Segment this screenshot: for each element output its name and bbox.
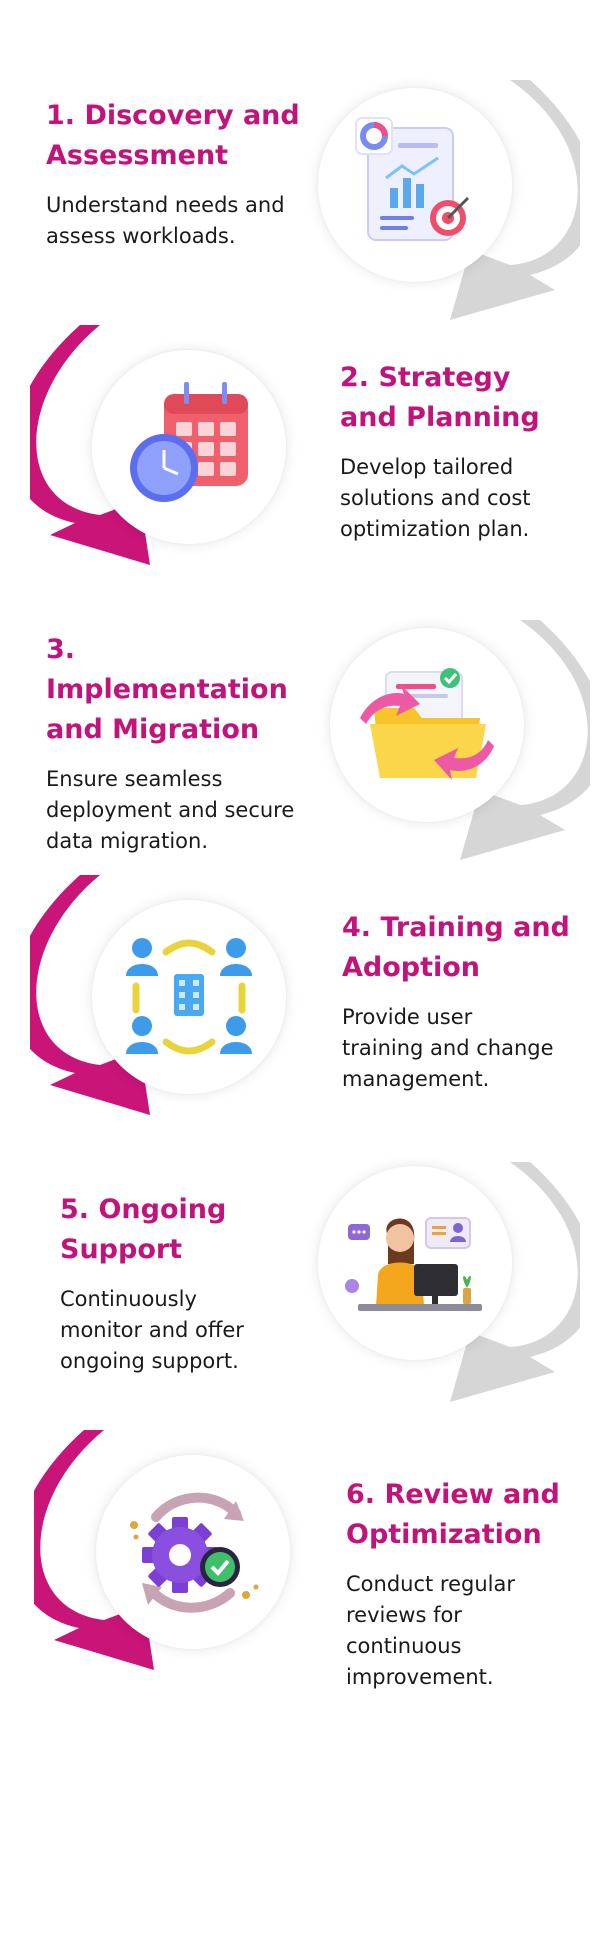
gear-check-icon <box>130 1492 259 1613</box>
step-title: 6. Review and Optimization <box>346 1475 586 1555</box>
desc-line: assess workloads. <box>46 224 236 248</box>
desc-line: Provide user <box>342 1005 473 1029</box>
desc-line: training and change <box>342 1036 554 1060</box>
step-2: 2. Strategy and Planning Develop tailore… <box>0 320 600 580</box>
gray-curved-arrow-icon <box>450 80 580 320</box>
title-line: 4. Training and <box>342 912 570 943</box>
folder-migration-icon <box>360 668 494 780</box>
title-line: and Planning <box>340 402 540 433</box>
magenta-curved-arrow-icon <box>34 1430 154 1670</box>
step-4: 4. Training and Adoption Provide user tr… <box>0 870 600 1130</box>
step-6: 6. Review and Optimization Conduct regul… <box>0 1425 600 1689</box>
desc-line: management. <box>342 1067 490 1091</box>
desc-line: ongoing support. <box>60 1349 239 1373</box>
desc-line: Develop tailored <box>340 455 514 479</box>
title-line: 1. Discovery and <box>46 100 300 131</box>
title-line: Optimization <box>346 1519 542 1550</box>
step-description: Develop tailored solutions and cost opti… <box>340 452 580 545</box>
step-3: 3. Implementation and Migration Ensure s… <box>0 600 600 860</box>
magenta-curved-arrow-icon <box>30 875 150 1115</box>
step-description: Understand needs and assess workloads. <box>46 190 326 252</box>
step-description: Provide user training and change managem… <box>342 1002 582 1095</box>
desc-line: solutions and cost <box>340 486 531 510</box>
step-3-icon-circle <box>330 628 524 822</box>
desc-line: Conduct regular <box>346 1572 515 1596</box>
title-line: 2. Strategy <box>340 362 511 393</box>
step-description: Conduct regular reviews for continuous i… <box>346 1569 586 1693</box>
title-line: Assessment <box>46 140 229 171</box>
step-6-icon-circle <box>96 1455 290 1649</box>
step-title: 2. Strategy and Planning <box>340 358 580 438</box>
step-6-text: 6. Review and Optimization Conduct regul… <box>346 1475 586 1693</box>
step-2-icon-circle <box>92 350 286 544</box>
desc-line: continuous <box>346 1634 462 1658</box>
desc-line: deployment and secure <box>46 798 295 822</box>
step-4-text: 4. Training and Adoption Provide user tr… <box>342 908 582 1095</box>
gray-curved-arrow-icon <box>460 620 590 860</box>
step-1-text: 1. Discovery and Assessment Understand n… <box>46 96 326 252</box>
step-title: 3. Implementation and Migration <box>46 630 326 750</box>
step-5: 5. Ongoing Support Continuously monitor … <box>0 1150 600 1410</box>
step-5-icon-circle <box>318 1166 512 1360</box>
step-title: 4. Training and Adoption <box>342 908 582 988</box>
step-1: 1. Discovery and Assessment Understand n… <box>0 60 600 320</box>
step-description: Continuously monitor and offer ongoing s… <box>60 1284 300 1377</box>
desc-line: monitor and offer <box>60 1318 244 1342</box>
step-title: 5. Ongoing Support <box>60 1190 300 1270</box>
step-3-text: 3. Implementation and Migration Ensure s… <box>46 630 326 857</box>
desc-line: Continuously <box>60 1287 197 1311</box>
report-target-icon <box>355 117 470 241</box>
title-line: and Migration <box>46 714 260 745</box>
magenta-curved-arrow-icon <box>30 325 150 565</box>
title-line: 5. Ongoing <box>60 1194 227 1225</box>
step-4-icon-circle <box>92 900 286 1094</box>
desc-line: Ensure seamless <box>46 767 223 791</box>
title-line: 3. Implementation <box>46 634 288 705</box>
calendar-clock-icon <box>130 382 248 502</box>
step-5-text: 5. Ongoing Support Continuously monitor … <box>60 1190 300 1377</box>
step-1-icon-circle <box>318 88 512 282</box>
step-title: 1. Discovery and Assessment <box>46 96 326 176</box>
desc-line: Understand needs and <box>46 193 285 217</box>
step-description: Ensure seamless deployment and secure da… <box>46 764 326 857</box>
desc-line: improvement. <box>346 1665 494 1689</box>
title-line: 6. Review and <box>346 1479 560 1510</box>
title-line: Support <box>60 1234 183 1265</box>
team-building-icon <box>126 938 252 1055</box>
desc-line: optimization plan. <box>340 517 530 541</box>
gray-curved-arrow-icon <box>450 1162 580 1402</box>
step-2-text: 2. Strategy and Planning Develop tailore… <box>340 358 580 545</box>
desc-line: reviews for <box>346 1603 462 1627</box>
support-agent-icon <box>345 1217 482 1311</box>
title-line: Adoption <box>342 952 481 983</box>
desc-line: data migration. <box>46 829 209 853</box>
